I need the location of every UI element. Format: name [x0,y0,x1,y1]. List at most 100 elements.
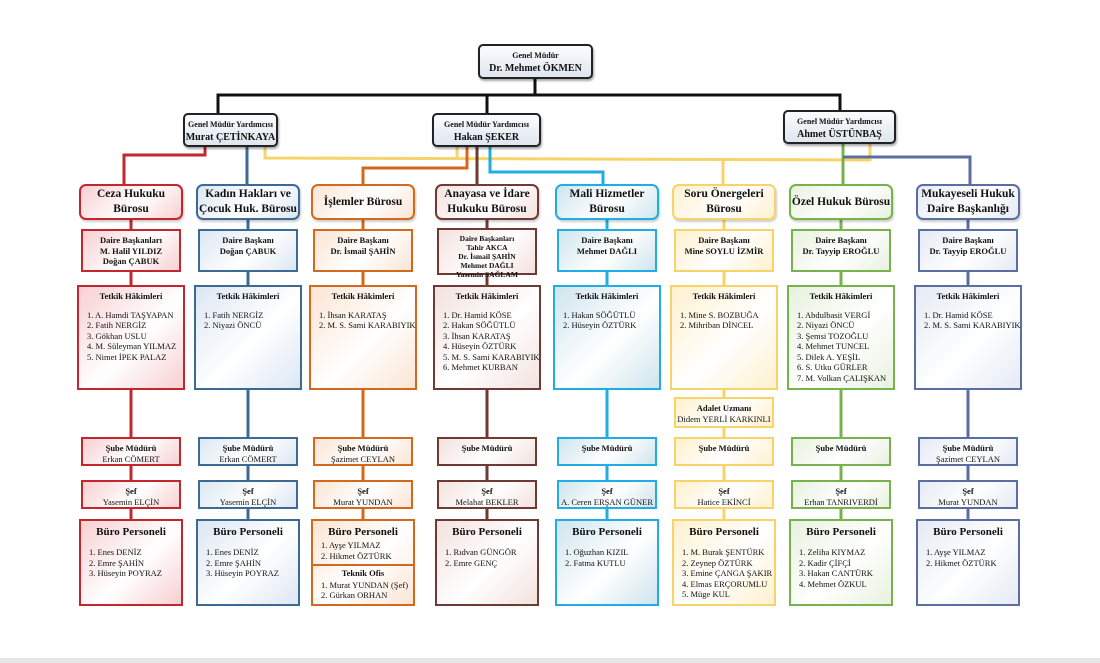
column-title: Kadın Hakları ve Çocuk Huk. Bürosu [199,188,297,215]
connector-mali [488,146,605,184]
column-title: Soru Önergeleri Bürosu [684,188,764,215]
column-header: Mukayeseli Hukuk Daire Başkanlığı [916,184,1020,220]
judge-item: 2. Hüseyin ÖZTÜRK [563,320,637,330]
judges-title: Tetkik Hâkimleri [809,291,873,301]
department-head-name: Yasemin SAĞLAM [456,270,518,279]
chief-title: Şef [357,486,369,496]
branch-manager-box: Şube Müdürü [557,437,657,466]
judges-title: Tetkik Hâkimleri [99,291,163,301]
judge-item: 2. M. S. Sami KARABIYIK [924,320,1021,330]
column-header: Soru Önergeleri Bürosu [672,184,776,220]
chief-title: Şef [962,486,974,496]
judge-item: 1. Abdulbasit VERGİ [797,309,871,320]
judge-item: 2. Niyazi ÖNCÜ [204,320,262,330]
column-title: Mukayeseli Hukuk Daire Başkanlığı [921,188,1015,215]
department-head-title: Daire Başkanları [100,235,162,245]
staff-item: 1. Zeliha KIYMAZ [799,547,866,557]
judge-item: 2. Fatih NERGİZ [87,320,147,330]
department-head-name: Dr. Tayyip EROĞLU [802,245,880,256]
department-head-name: Doğan ÇABUK [219,245,277,256]
department-head-title: Daire Başkanı [337,235,389,245]
branch-manager-name: Erkan CÖMERT [219,453,277,464]
judge-item: 1. A. Hamdi TAŞYAPAN [87,309,174,320]
judges-title: Tetkik Hâkimleri [455,291,519,301]
staff-item: 4. Elmas ERÇORUMLU [682,578,768,589]
judge-item: 1. Dr. Hamid KÖSE [443,309,512,320]
general-manager-name: Dr. Mehmet ÖKMEN [489,63,582,74]
chief-title: Şef [601,486,613,496]
column-title: Anayasa ve İdare Hukuku Bürosu [444,188,530,215]
technical-office-item: 2. Gürkan ORHAN [321,590,388,600]
staff-item: 3. Hüseyin POYRAZ [206,568,279,578]
branch-manager-title: Şube Müdürü [461,443,513,453]
staff-item: 2. Emre ŞAHİN [206,557,262,568]
technical-office-list: 1. Murat YUNDAN (Şef)2. Gürkan ORHAN [313,580,413,601]
deputy-box-ustunbas: Genel Müdür Yardımcısı Ahmet ÜSTÜNBAŞ [783,110,896,144]
staff-item: 2. Hikmet ÖZTÜRK [926,557,997,568]
office-staff-title: Büro Personeli [572,526,642,538]
column-header: Mali Hizmetler Bürosu [555,184,659,220]
chief-name: Yasemin ELÇİN [219,496,277,507]
judge-item: 2. Hakan SÖĞÜTLÜ [443,320,516,330]
staff-item: 2. Hikmet ÖZTÜRK [321,550,392,561]
justice-expert-name: Didem YERLİ KARKINLI [677,413,771,424]
department-head-name: Tahir AKCA [466,243,508,252]
technical-office-title: Teknik Ofis [341,568,385,578]
staff-item: 3. Hakan CANTÜRK [799,568,873,578]
staff-item: 5. Müge KUL [682,589,730,599]
branch-manager-title: Şube Müdürü [581,443,633,453]
staff-item: 1. Enes DENİZ [89,547,142,557]
chief-title: Şef [835,486,847,496]
chief-name: Hatice EKİNCİ [697,496,751,507]
staff-item: 2. Zeynep ÖZTÜRK [682,557,753,568]
deputy-box-seker: Genel Müdür Yardımcısı Hakan ŞEKER [432,113,541,147]
department-head-name: Dr. İsmail ŞAHİN [330,245,396,256]
judge-item: 3. Gökhan USLU [87,330,147,341]
staff-item: 2. Emre GENÇ [445,557,498,568]
general-manager-title: Genel Müdür [512,51,559,60]
judge-item: 6. Mehmet KURBAN [443,362,518,372]
staff-item: 1. Rıdvan GÜNGÖR [445,547,517,557]
judge-item: 4. Hüseyin ÖZTÜRK [443,341,517,351]
judge-item: 1. Dr. Hamid KÖSE [924,309,993,320]
branch-manager-title: Şube Müdürü [222,443,274,453]
judges-title: Tetkik Hâkimleri [692,291,756,301]
judge-item: 1. Hakan SÖĞÜTLÜ [563,309,636,320]
judges-title: Tetkik Hâkimleri [216,291,280,301]
branch-manager-title: Şube Müdürü [105,443,157,453]
justice-expert-title: Adalet Uzmanı [696,403,752,413]
judge-item: 2. M. S. Sami KARABIYIK [319,320,416,330]
bottom-divider [0,658,1100,663]
connector-islemler [361,146,469,184]
chief-name: A. Ceren ERŞAN GÜNER [560,496,654,507]
connector-mukayeseli [843,155,972,184]
judge-item: 1. İhsan KARATAŞ [319,309,387,320]
branch-manager-title: Şube Müdürü [815,443,867,453]
department-head-title: Daire Başkanı [815,235,867,245]
staff-item: 1. Oğuzhan KIZIL [565,547,629,557]
judge-item: 1. Fatih NERGİZ [204,309,264,320]
branch-manager-title: Şube Müdürü [942,443,994,453]
column-header: Özel Hukuk Bürosu [789,184,893,220]
chief-title: Şef [242,486,254,496]
